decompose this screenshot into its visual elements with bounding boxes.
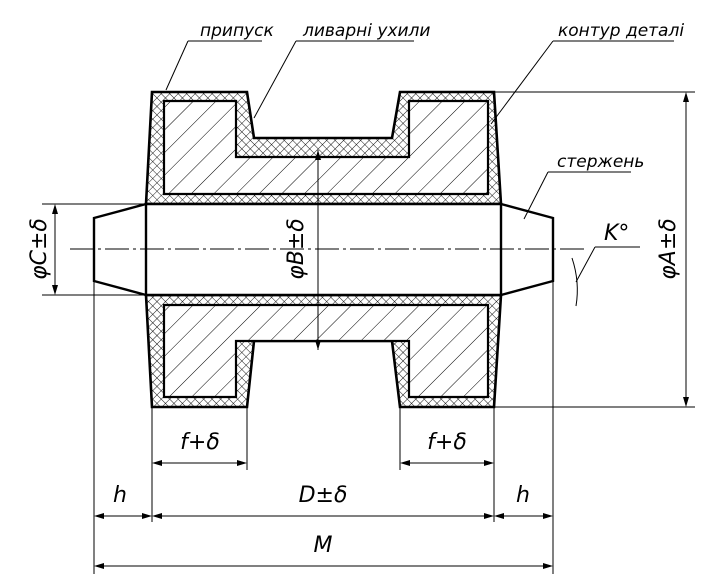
- callout-core: стержень: [557, 152, 644, 172]
- h-left-label: h: [113, 483, 127, 508]
- dia-a-label: φA±δ: [656, 218, 681, 279]
- m-label: M: [314, 533, 333, 558]
- d-label: D±δ: [299, 483, 348, 508]
- f-right-label: f+δ: [427, 430, 467, 455]
- callout-allowance: припуск: [200, 21, 274, 41]
- dia-b-label: φB±δ: [284, 218, 309, 280]
- callout-draft: ливарні ухили: [302, 21, 430, 41]
- h-right-label: h: [516, 483, 530, 508]
- callout-part-contour: контур деталі: [558, 21, 684, 41]
- f-left-label: f+δ: [180, 430, 220, 455]
- dia-c-label: φC±δ: [27, 218, 52, 280]
- angle-k-label: K°: [604, 221, 629, 246]
